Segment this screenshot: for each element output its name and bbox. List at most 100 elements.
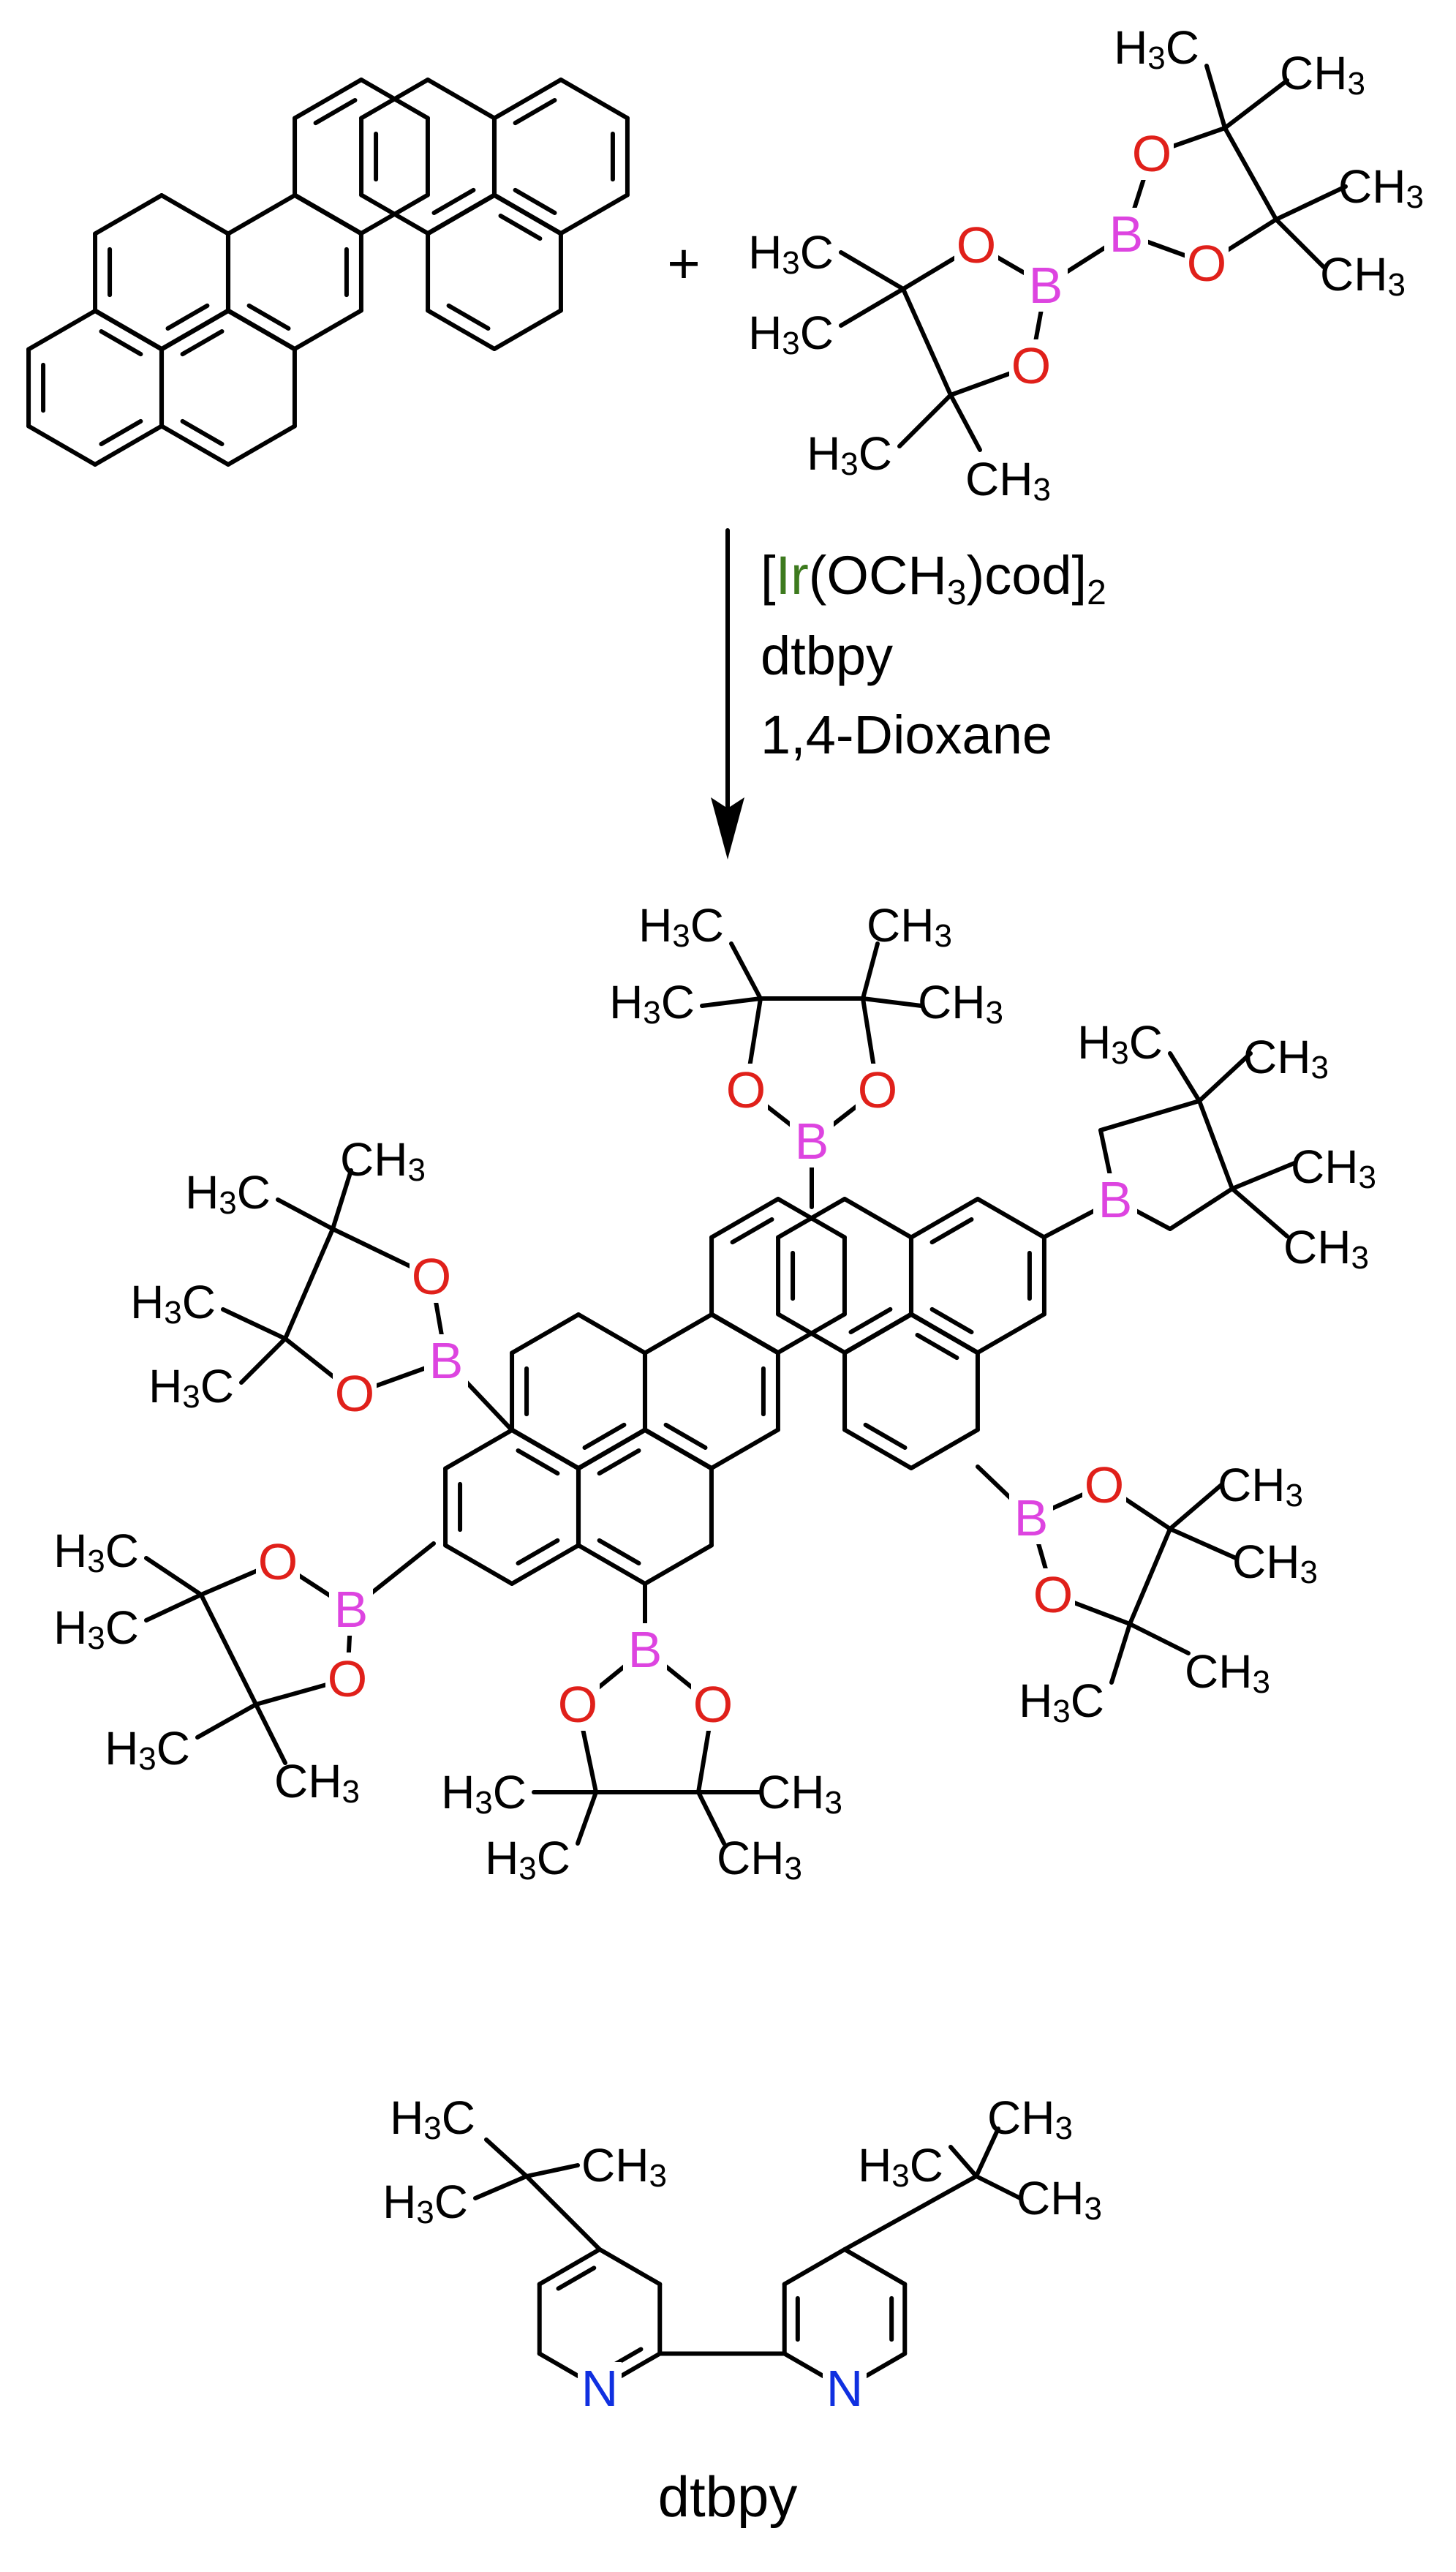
product-ring-bond bbox=[643, 1543, 714, 1586]
oxygen-atom: O bbox=[1033, 1566, 1073, 1623]
product-ring-bond bbox=[909, 1427, 980, 1470]
methyl-label: H3C bbox=[858, 2139, 943, 2194]
atom-mask bbox=[256, 1535, 300, 1588]
methyl-bond bbox=[1230, 1187, 1289, 1238]
methyl-label: H3C bbox=[1019, 1674, 1104, 1729]
tbutyl-bond bbox=[524, 2174, 602, 2252]
methyl-label: CH3 bbox=[274, 1755, 360, 1810]
oxygen-atom: O bbox=[412, 1248, 451, 1305]
methyl-bond bbox=[144, 1593, 203, 1622]
product-ring-bond bbox=[709, 1197, 780, 1240]
methyl-bond bbox=[1168, 1051, 1202, 1103]
methyl-bond bbox=[1168, 1527, 1238, 1560]
atom-mask bbox=[724, 1064, 768, 1116]
methyl-bond bbox=[484, 2137, 529, 2178]
methyl-label: CH3 bbox=[1218, 1459, 1303, 1514]
pah-ring-bond bbox=[492, 308, 563, 351]
methyl-label: H3C bbox=[130, 1276, 216, 1331]
methyl-label: H3C bbox=[148, 1360, 234, 1415]
product-ring-bond bbox=[576, 1427, 647, 1470]
catalyst-label: [Ir(OCH3)cod]2 bbox=[761, 545, 1106, 612]
boron-atom: B bbox=[334, 1581, 369, 1638]
product-ring-bond bbox=[709, 1312, 780, 1355]
product-ring-double-bond bbox=[516, 1448, 560, 1476]
methyl-label: H3C bbox=[1077, 1016, 1163, 1071]
pah-ring-double-bond bbox=[246, 303, 291, 331]
product-ring-double-bond bbox=[848, 1306, 893, 1334]
product-ring-bond bbox=[976, 1197, 1046, 1240]
atom-mask bbox=[1031, 1568, 1075, 1621]
borolane-bond bbox=[1197, 1099, 1234, 1191]
catalyst-bracket-open: [ bbox=[761, 545, 776, 606]
pah-ring-bond bbox=[426, 193, 497, 236]
methyl-label: H3C bbox=[485, 1832, 570, 1887]
methyl-label: CH3 bbox=[340, 1133, 426, 1188]
pyridine-ring-double-bond bbox=[556, 2265, 597, 2291]
methyl-bond bbox=[700, 996, 763, 1008]
methyl-label: H3C bbox=[382, 2176, 468, 2230]
pah-ring-bond bbox=[159, 424, 230, 467]
pah-ring-bond bbox=[426, 78, 497, 121]
atom-mask bbox=[410, 1250, 453, 1303]
bpin-bond bbox=[1223, 126, 1278, 222]
ligand-label: dtbpy bbox=[761, 625, 893, 686]
oxygen-atom: O bbox=[328, 1650, 367, 1707]
methyl-bond bbox=[1204, 64, 1227, 130]
methyl-bond bbox=[1168, 1483, 1223, 1531]
methyl-bond bbox=[276, 1197, 335, 1231]
product-ring-double-bond bbox=[597, 1538, 641, 1565]
atom-mask bbox=[1082, 1459, 1126, 1511]
oxygen-atom: O bbox=[693, 1676, 733, 1733]
pah-ring-bond bbox=[159, 193, 230, 236]
atom-mask bbox=[325, 1652, 369, 1705]
methyl-bond bbox=[144, 1556, 203, 1597]
methyl-bond bbox=[576, 1790, 598, 1846]
methyl-bond bbox=[1223, 78, 1289, 130]
oxygen-atom: O bbox=[726, 1061, 766, 1118]
nitrogen-atom: N bbox=[826, 2360, 864, 2417]
product-ring-double-bond bbox=[929, 1306, 974, 1334]
atom-mask bbox=[954, 219, 998, 271]
atom-mask bbox=[1130, 127, 1174, 180]
pyridine-ring-bond bbox=[597, 2247, 663, 2287]
product-ring-bond bbox=[643, 1312, 714, 1355]
pah-ring-double-bond bbox=[99, 329, 143, 357]
catalyst-sub-3: 3 bbox=[947, 574, 967, 612]
product-ring-bond bbox=[909, 1197, 980, 1240]
atom-mask bbox=[790, 1115, 834, 1167]
product-ring-double-bond bbox=[915, 1333, 959, 1361]
pah-ring-double-bond bbox=[180, 418, 225, 446]
methyl-bond bbox=[696, 1790, 726, 1846]
methyl-label: CH3 bbox=[1283, 1221, 1369, 1276]
atom-mask bbox=[1093, 1173, 1137, 1226]
oxygen-atom: O bbox=[1011, 337, 1051, 394]
methyl-bond bbox=[861, 941, 880, 1001]
product-ring-bond bbox=[443, 1543, 514, 1586]
atom-mask bbox=[1009, 1492, 1053, 1544]
boron-atom: B bbox=[1109, 206, 1144, 263]
pah-ring-bond bbox=[226, 424, 297, 467]
product-ring-bond bbox=[776, 1312, 847, 1355]
methyl-label: CH3 bbox=[867, 899, 952, 954]
borolane-bond bbox=[1098, 1099, 1202, 1132]
atom-mask bbox=[1104, 208, 1148, 260]
methyl-bond bbox=[239, 1336, 287, 1385]
methyl-bond bbox=[729, 941, 763, 1001]
plus-sign: + bbox=[667, 231, 701, 296]
pah-ring-bond bbox=[93, 424, 164, 467]
pah-ring-double-bond bbox=[513, 98, 557, 126]
pah-ring-double-bond bbox=[99, 418, 143, 446]
oxygen-atom: O bbox=[1187, 235, 1226, 292]
oxygen-atom: O bbox=[335, 1365, 374, 1422]
boron-atom: B bbox=[429, 1332, 464, 1389]
pyridine-ring-bond bbox=[537, 2247, 602, 2287]
atom-mask bbox=[623, 1623, 667, 1676]
methyl-bond bbox=[254, 1702, 287, 1765]
pah-ring-bond bbox=[26, 309, 97, 352]
product-ring-double-bond bbox=[516, 1538, 560, 1565]
product-ring-bond bbox=[976, 1312, 1046, 1355]
methyl-bond bbox=[948, 2145, 978, 2178]
catalyst-text-2: )cod] bbox=[967, 545, 1087, 606]
pah-ring-bond bbox=[559, 192, 630, 236]
